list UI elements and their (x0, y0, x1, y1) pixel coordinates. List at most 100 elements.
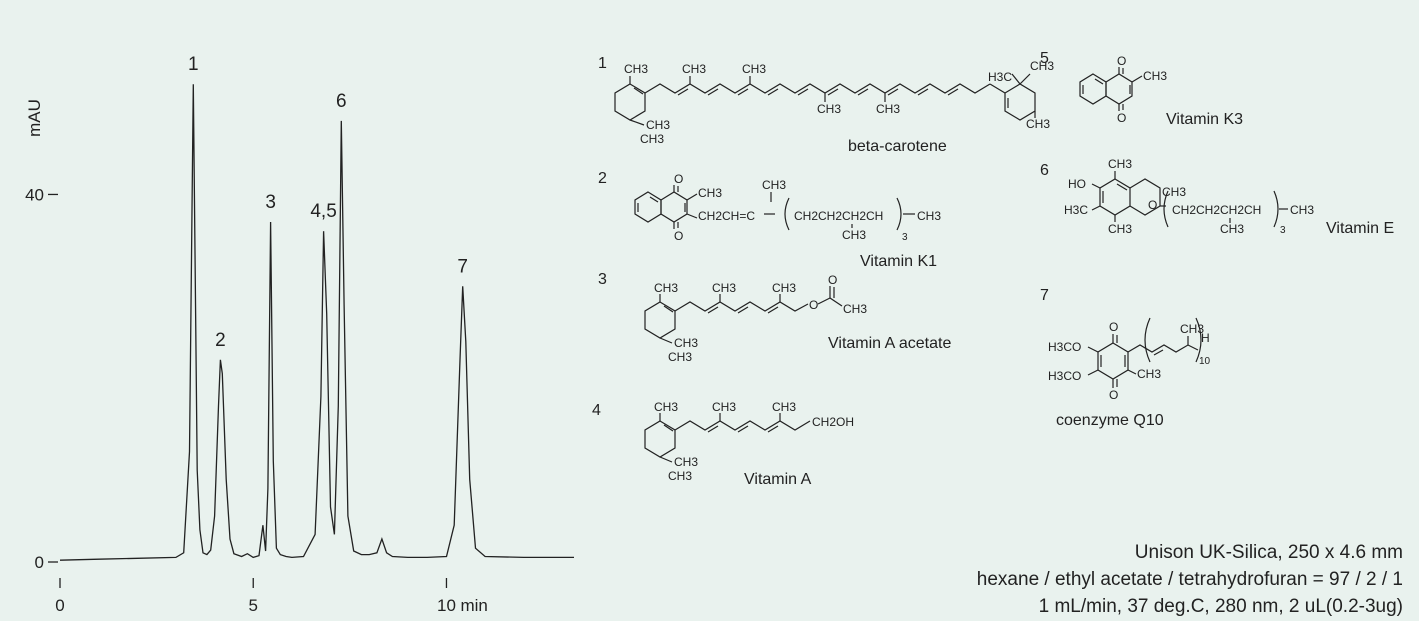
bc-ch3-a: CH3 (624, 62, 648, 76)
va-ac-ch3-d: CH3 (674, 336, 698, 350)
q10-ch3-ring: CH3 (1137, 367, 1161, 381)
va-ac-ch3-e: CH3 (668, 350, 692, 364)
bc-ch3-e: CH3 (640, 132, 664, 146)
q10-h3co-top: H3CO (1048, 340, 1081, 354)
bc-ch3-d: CH3 (646, 118, 670, 132)
compound-7-name: coenzyme Q10 (1056, 412, 1164, 429)
e-ch3-end: CH3 (1290, 203, 1314, 217)
compound-6: 6 CH3 HO H3C CH3 O CH3 CH2CH2CH2CH CH3 3… (1040, 157, 1394, 237)
conditions: Unison UK-Silica, 250 x 4.6 mm hexane / … (977, 542, 1403, 617)
k1-subscript: 3 (902, 232, 908, 243)
compound-6-name: Vitamin E (1326, 220, 1394, 237)
compound-2-number: 2 (598, 170, 607, 187)
k1-left-paren (784, 197, 790, 231)
compound-3: 3 CH3 CH3 CH3 O O CH3 CH3 CH3 Vitamin A … (598, 271, 951, 364)
q10-right-paren (1195, 317, 1202, 363)
peak-label-1: 1 (188, 54, 199, 75)
compound-4-number: 4 (592, 402, 601, 419)
compound-6-number: 6 (1040, 162, 1049, 179)
e-right-paren (1273, 190, 1279, 228)
va-ac-ch3-b: CH3 (712, 281, 736, 295)
bc-ch3-g: CH3 (876, 102, 900, 116)
va-ch2oh: CH2OH (812, 415, 854, 429)
bc-ch3-h: CH3 (1030, 59, 1054, 73)
k1-right-paren (896, 197, 902, 231)
q10-h: H (1201, 331, 1210, 345)
q10-o-bottom: O (1109, 388, 1118, 402)
q10-left-paren (1144, 317, 1151, 363)
peak-label-2: 2 (215, 330, 226, 351)
bc-ch3-b: CH3 (682, 62, 706, 76)
y-tick-label-40: 40 (25, 185, 44, 204)
peak-label-3: 3 (265, 192, 276, 213)
peak-label-4: 4,5 (310, 201, 336, 222)
k3-ch3: CH3 (1143, 69, 1167, 83)
k1-repeat: CH2CH2CH2CH (794, 209, 883, 223)
e-ch3-ring: CH3 (1162, 185, 1186, 199)
peak-labels: 1 2 3 4,5 6 7 (188, 54, 468, 351)
peak-label-5: 6 (336, 91, 347, 112)
va-ch3-a: CH3 (654, 400, 678, 414)
coenzyme-q10-structure (1087, 334, 1199, 388)
k1-ch3-top: CH3 (762, 178, 786, 192)
k1-o-bottom: O (674, 229, 683, 243)
compound-1-number: 1 (598, 55, 607, 72)
e-ch3-branch: CH3 (1220, 222, 1244, 236)
k1-chain: CH2CH=C (698, 209, 755, 223)
q10-ch3-chain: CH3 (1180, 322, 1204, 336)
compound-2: 2 O O CH3 CH2CH=C CH3 CH2CH2CH2CH CH3 3 (598, 170, 941, 270)
bc-ch3-i: CH3 (1026, 117, 1050, 131)
compound-7: 7 O O H3CO H3CO CH3 CH3 H 10 coenzyme Q1… (1040, 287, 1211, 429)
y-axis-label: mAU (25, 99, 44, 137)
e-subscript: 3 (1280, 225, 1286, 236)
e-h3c: H3C (1064, 203, 1088, 217)
va-ac-ch3-c: CH3 (772, 281, 796, 295)
e-left-paren (1163, 190, 1169, 228)
vitamin-k1-structure (634, 185, 915, 229)
vitamin-e-structure (1091, 171, 1166, 222)
va-ac-ch3-end: CH3 (843, 302, 867, 316)
va-ch3-c: CH3 (772, 400, 796, 414)
q10-h3co-bottom: H3CO (1048, 369, 1081, 383)
e-ho: HO (1068, 177, 1086, 191)
compound-3-number: 3 (598, 271, 607, 288)
k3-o-bottom: O (1117, 111, 1126, 125)
e-ch3-top: CH3 (1108, 157, 1132, 171)
compound-7-number: 7 (1040, 287, 1049, 304)
x-axis-label: min (460, 596, 487, 615)
bc-ch3-c: CH3 (742, 62, 766, 76)
va-ch3-d: CH3 (674, 455, 698, 469)
x-tick-label-10: 10 (437, 596, 456, 615)
va-ac-o: O (809, 298, 818, 312)
k1-o-top: O (674, 172, 683, 186)
x-tick-label-0: 0 (55, 596, 64, 615)
k1-ch3-end: CH3 (917, 209, 941, 223)
va-ac-ch3-a: CH3 (654, 281, 678, 295)
condition-column: Unison UK-Silica, 250 x 4.6 mm (1135, 542, 1403, 563)
e-repeat: CH2CH2CH2CH (1172, 203, 1261, 217)
e-ch3-bottom: CH3 (1108, 222, 1132, 236)
y-tick-label-0: 0 (35, 553, 44, 572)
compound-4-name: Vitamin A (744, 471, 812, 488)
compound-5-name: Vitamin K3 (1166, 111, 1243, 128)
va-ac-o-carbonyl: O (828, 273, 837, 287)
bc-h3c: H3C (988, 70, 1012, 84)
compound-2-name: Vitamin K1 (860, 253, 937, 270)
vitamin-a-structure (644, 413, 811, 463)
condition-mobile-phase: hexane / ethyl acetate / tetrahydrofuran… (977, 569, 1403, 590)
peak-label-6: 7 (457, 256, 468, 277)
compound-1-name: beta-carotene (848, 138, 947, 155)
compound-5-number: 5 (1040, 50, 1049, 67)
compound-4: 4 CH3 CH3 CH3 CH2OH CH3 CH3 Vitamin A (592, 400, 854, 488)
compound-1: 1 CH3 C (598, 55, 1054, 155)
bc-ch3-f: CH3 (817, 102, 841, 116)
k3-o-top: O (1117, 54, 1126, 68)
k1-ch3-ring: CH3 (698, 186, 722, 200)
beta-carotene-structure (614, 73, 1036, 126)
x-tick-label-5: 5 (248, 596, 257, 615)
compound-3-name: Vitamin A acetate (828, 335, 951, 352)
